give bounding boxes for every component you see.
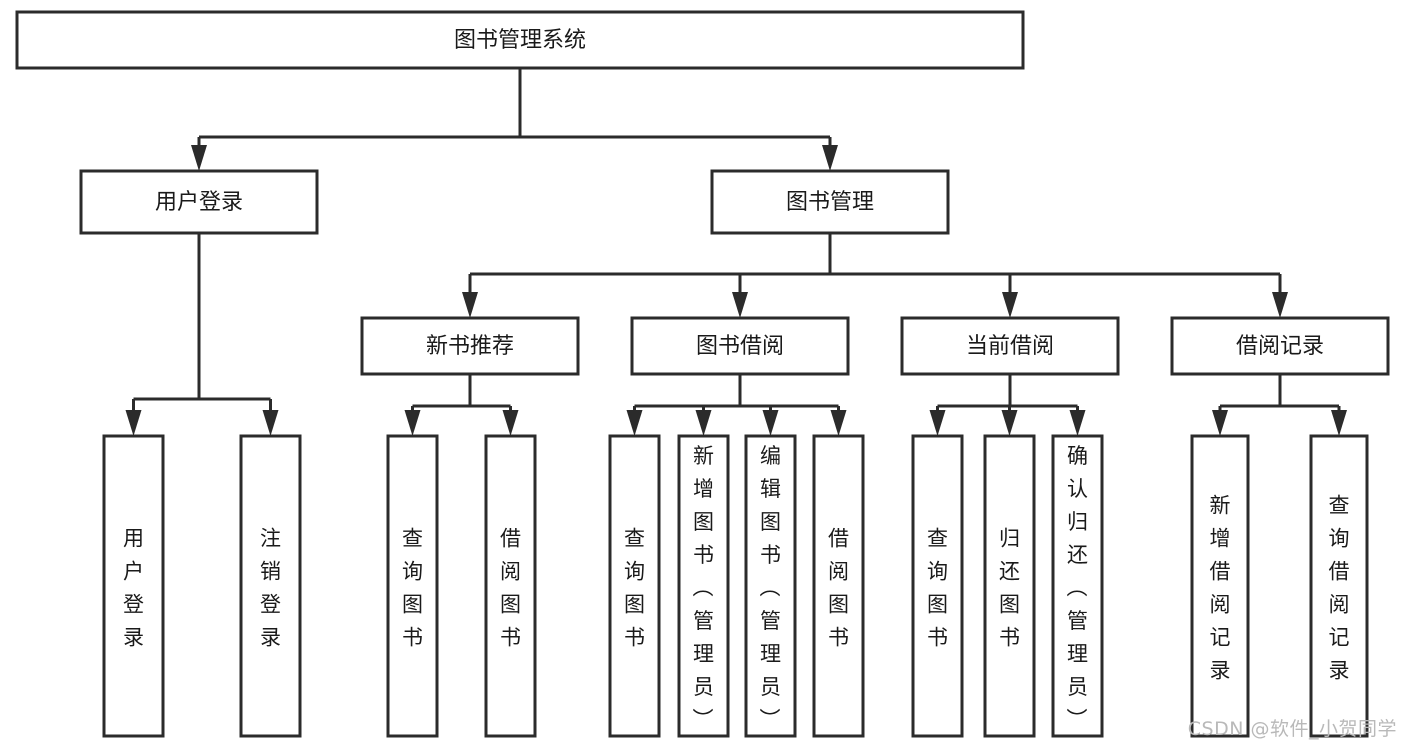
node-book-manage[interactable]: 图书管理 xyxy=(710,169,950,235)
node-leaf-query-book-1[interactable]: 查询图书 xyxy=(386,434,439,738)
edge-group-current-borrow xyxy=(929,374,1086,436)
node-label-leaf-user-logout: 注销登录 xyxy=(260,527,281,650)
arrow-head-icon xyxy=(462,292,478,318)
node-label-leaf-borrow-book-1: 借阅图书 xyxy=(500,527,521,650)
arrow-head-icon xyxy=(1331,410,1347,436)
arrow-head-icon xyxy=(502,410,519,436)
node-box-root[interactable] xyxy=(15,10,1025,70)
node-box-book-borrow[interactable] xyxy=(630,316,850,376)
arrow-head-icon xyxy=(1002,292,1018,318)
node-box-leaf-query-book-2[interactable] xyxy=(608,434,661,738)
node-label-current-borrow: 当前借阅 xyxy=(966,334,1054,359)
edge-group-book-borrow xyxy=(626,374,847,436)
arrow-head-icon xyxy=(929,410,946,436)
node-root[interactable]: 图书管理系统 xyxy=(15,10,1025,70)
node-user-login[interactable]: 用户登录 xyxy=(79,169,319,235)
node-box-leaf-user-logout[interactable] xyxy=(239,434,302,738)
node-box-leaf-user-login[interactable] xyxy=(102,434,165,738)
node-box-book-manage[interactable] xyxy=(710,169,950,235)
node-box-leaf-borrow-book-1[interactable] xyxy=(484,434,537,738)
node-label-leaf-query-book-1: 查询图书 xyxy=(402,527,423,650)
node-leaf-return-book[interactable]: 归还图书 xyxy=(983,434,1036,738)
edges-layer xyxy=(125,68,1347,436)
node-label-root: 图书管理系统 xyxy=(454,28,586,53)
node-box-new-book-rec[interactable] xyxy=(360,316,580,376)
node-leaf-query-borrow-record[interactable]: 查询借阅记录 xyxy=(1309,434,1369,738)
node-borrow-record[interactable]: 借阅记录 xyxy=(1170,316,1390,376)
node-box-borrow-record[interactable] xyxy=(1170,316,1390,376)
arrow-head-icon xyxy=(262,410,279,436)
node-label-new-book-rec: 新书推荐 xyxy=(426,334,514,359)
node-box-leaf-query-borrow-record[interactable] xyxy=(1309,434,1369,738)
arrow-head-icon xyxy=(626,410,643,436)
node-label-borrow-record: 借阅记录 xyxy=(1236,334,1324,359)
node-label-leaf-user-login: 用户登录 xyxy=(123,527,144,650)
node-label-leaf-query-book-3: 查询图书 xyxy=(927,527,948,650)
node-label-user-login: 用户登录 xyxy=(155,190,243,215)
node-label-leaf-edit-book-admin: 编辑图书（管理员） xyxy=(760,444,782,732)
arrow-head-icon xyxy=(822,145,838,171)
arrow-head-icon xyxy=(1069,410,1086,436)
arrow-head-icon xyxy=(1212,410,1228,436)
arrow-head-icon xyxy=(191,145,207,171)
node-box-leaf-return-book[interactable] xyxy=(983,434,1036,738)
node-label-leaf-query-borrow-record: 查询借阅记录 xyxy=(1329,494,1350,683)
arrow-head-icon xyxy=(695,410,712,436)
node-leaf-borrow-book-2[interactable]: 借阅图书 xyxy=(812,434,865,738)
arrow-head-icon xyxy=(125,410,142,436)
node-leaf-user-login[interactable]: 用户登录 xyxy=(102,434,165,738)
node-box-leaf-query-book-1[interactable] xyxy=(386,434,439,738)
node-leaf-add-borrow-record[interactable]: 新增借阅记录 xyxy=(1190,434,1250,738)
node-leaf-confirm-return-admin[interactable]: 确认归还（管理员） xyxy=(1051,434,1104,738)
node-leaf-edit-book-admin[interactable]: 编辑图书（管理员） xyxy=(744,434,797,738)
edge-group-user-login xyxy=(125,233,279,436)
node-label-leaf-query-book-2: 查询图书 xyxy=(624,527,645,650)
node-new-book-rec[interactable]: 新书推荐 xyxy=(360,316,580,376)
edge-group-root xyxy=(191,68,838,171)
node-leaf-user-logout[interactable]: 注销登录 xyxy=(239,434,302,738)
nodes-layer: 图书管理系统用户登录图书管理新书推荐图书借阅当前借阅借阅记录用户登录注销登录查询… xyxy=(15,10,1390,738)
node-box-leaf-query-book-3[interactable] xyxy=(911,434,964,738)
node-current-borrow[interactable]: 当前借阅 xyxy=(900,316,1120,376)
node-label-leaf-add-book-admin: 新增图书（管理员） xyxy=(693,444,715,732)
node-label-leaf-add-borrow-record: 新增借阅记录 xyxy=(1210,494,1231,683)
edge-group-borrow-record xyxy=(1212,374,1347,436)
node-leaf-query-book-3[interactable]: 查询图书 xyxy=(911,434,964,738)
node-label-book-borrow: 图书借阅 xyxy=(696,334,784,359)
node-book-borrow[interactable]: 图书借阅 xyxy=(630,316,850,376)
node-label-book-manage: 图书管理 xyxy=(786,190,874,215)
node-box-user-login[interactable] xyxy=(79,169,319,235)
node-box-leaf-confirm-return-admin[interactable] xyxy=(1051,434,1104,738)
arrow-head-icon xyxy=(1001,410,1018,436)
arrow-head-icon xyxy=(732,292,748,318)
node-label-leaf-return-book: 归还图书 xyxy=(999,527,1020,650)
node-box-leaf-borrow-book-2[interactable] xyxy=(812,434,865,738)
arrow-head-icon xyxy=(830,410,847,436)
arrow-head-icon xyxy=(762,410,779,436)
node-box-leaf-edit-book-admin[interactable] xyxy=(744,434,797,738)
node-label-leaf-borrow-book-2: 借阅图书 xyxy=(828,527,849,650)
node-box-current-borrow[interactable] xyxy=(900,316,1120,376)
node-leaf-borrow-book-1[interactable]: 借阅图书 xyxy=(484,434,537,738)
node-box-leaf-add-borrow-record[interactable] xyxy=(1190,434,1250,738)
arrow-head-icon xyxy=(1272,292,1288,318)
node-leaf-query-book-2[interactable]: 查询图书 xyxy=(608,434,661,738)
node-label-leaf-confirm-return-admin: 确认归还（管理员） xyxy=(1067,444,1089,732)
edge-group-book-manage xyxy=(462,233,1288,318)
node-box-leaf-add-book-admin[interactable] xyxy=(677,434,730,738)
node-leaf-add-book-admin[interactable]: 新增图书（管理员） xyxy=(677,434,730,738)
edge-group-new-book-rec xyxy=(404,374,519,436)
arrow-head-icon xyxy=(404,410,421,436)
